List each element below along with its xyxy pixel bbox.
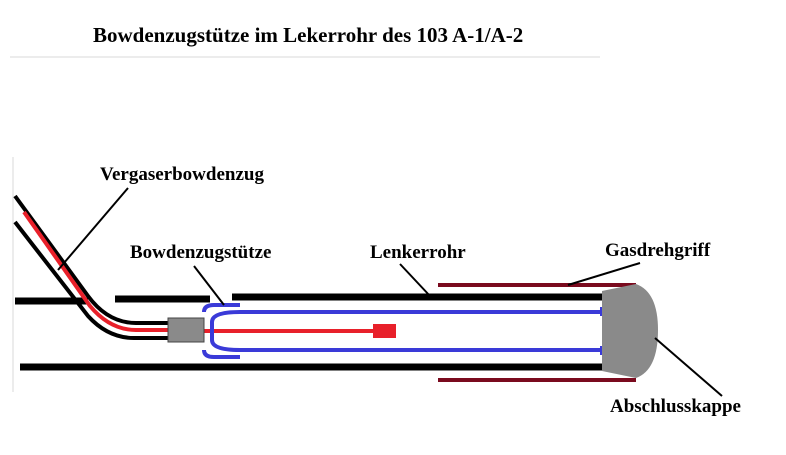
leader-lenkerrohr — [399, 263, 431, 297]
handlebar-tube — [15, 293, 640, 371]
label-bowdenzugstuetze: Bowdenzugstütze — [130, 242, 272, 263]
sleeve-inner-loop — [210, 310, 241, 352]
diagram-title: Bowdenzugstütze im Lekerrohr des 103 A-1… — [93, 23, 524, 47]
carburetor-cable — [13, 194, 172, 340]
cable-outer-lower — [13, 220, 172, 340]
leader-abschlusskappe — [654, 337, 723, 397]
label-abschlusskappe: Abschlusskappe — [610, 396, 741, 417]
wire-end-nipple — [373, 324, 396, 338]
sleeve-cap-top — [202, 303, 240, 313]
label-vergaserbowdenzug: Vergaserbowdenzug — [100, 164, 264, 185]
label-gasdrehgriff: Gasdrehgriff — [605, 240, 711, 261]
leader-gasdrehgriff — [567, 262, 641, 286]
end-cap-shape — [602, 284, 658, 378]
leader-vergaserbowdenzug — [57, 187, 129, 271]
leader-lines — [57, 187, 723, 397]
cable-support-block — [167, 317, 205, 343]
cable-inner-wire — [22, 210, 172, 332]
throttle-grip — [438, 283, 636, 382]
cable-outer-upper — [13, 194, 172, 325]
leader-bowdenzugstuetze — [193, 265, 225, 306]
label-lenkerrohr: Lenkerrohr — [370, 242, 466, 263]
sleeve-cap-bottom — [202, 349, 240, 359]
